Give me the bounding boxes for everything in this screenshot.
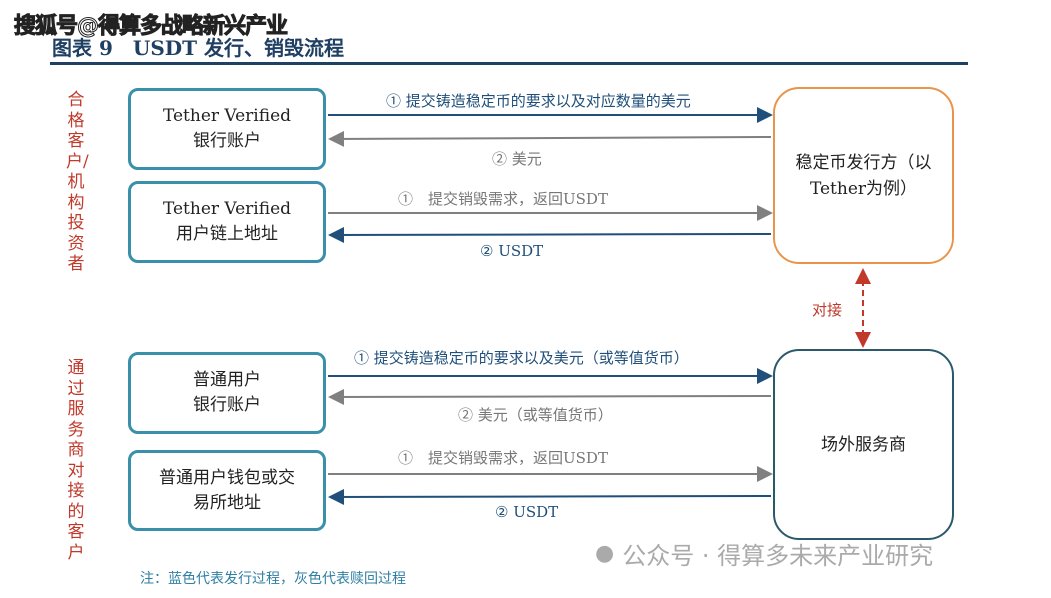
- watermark-top: 搜狐号@得算多战略新兴产业: [13, 14, 288, 40]
- wechat-icon: ●: [595, 541, 615, 566]
- arrow-a2: [328, 130, 772, 147]
- label-b1: ① 提交铸造稳定币的要求以及美元（或等值货币）: [354, 349, 689, 367]
- label-a2: ② 美元: [492, 150, 542, 168]
- box-tether-address: Tether Verified 用户链上地址: [128, 181, 326, 263]
- box-line: 普通用户钱包或交: [159, 467, 295, 488]
- arrow-b4: [328, 488, 772, 505]
- box-line: 银行账户: [193, 131, 261, 151]
- label-a3: ① 提交销毁需求，返回USDT: [398, 190, 608, 208]
- arrow-a4: [328, 226, 772, 243]
- label-a4: ② USDT: [480, 242, 544, 260]
- label-b4: ② USDT: [495, 503, 559, 521]
- box-issuer: 稳定币发行方（以Tether为例）: [773, 87, 954, 264]
- box-line: 普通用户: [193, 370, 261, 390]
- otc-label: 场外服务商: [821, 434, 906, 455]
- box-line: 用户链上地址: [176, 224, 278, 244]
- box-line: 易所地址: [193, 492, 261, 513]
- box-tether-bank: Tether Verified 银行账户: [128, 88, 326, 170]
- group-label-top: 合格客户/机构投资者: [66, 90, 89, 274]
- title-rule: [50, 62, 968, 65]
- box-user-wallet: 普通用户钱包或交易所地址: [128, 450, 326, 531]
- box-otc: 场外服务商: [773, 349, 954, 540]
- label-a1: ① 提交铸造稳定币的要求以及对应数量的美元: [386, 92, 691, 110]
- watermark-bottom: ● 公众号 · 得算多未来产业研究: [595, 536, 933, 571]
- box-user-bank: 普通用户银行账户: [128, 352, 326, 434]
- box-line: Tether Verified: [162, 106, 292, 126]
- issuer-label: 稳定币发行方（以Tether为例）: [795, 152, 932, 199]
- group-label-bottom: 通过服务商对接的客户: [67, 358, 85, 563]
- note: 注：蓝色代表发行过程，灰色代表赎回过程: [140, 571, 406, 587]
- label-b2: ② 美元（或等值货币）: [458, 406, 613, 424]
- figure-title: 图表 9 USDT 发行、销毁流程: [52, 36, 344, 60]
- box-line: Tether Verified: [162, 199, 292, 219]
- label-b3: ① 提交销毁需求，返回USDT: [398, 449, 608, 467]
- box-line: 银行账户: [193, 395, 261, 415]
- link-label: 对接: [812, 301, 843, 319]
- watermark-bottom-text: 公众号 · 得算多未来产业研究: [622, 542, 934, 570]
- arrow-b2: [328, 388, 772, 405]
